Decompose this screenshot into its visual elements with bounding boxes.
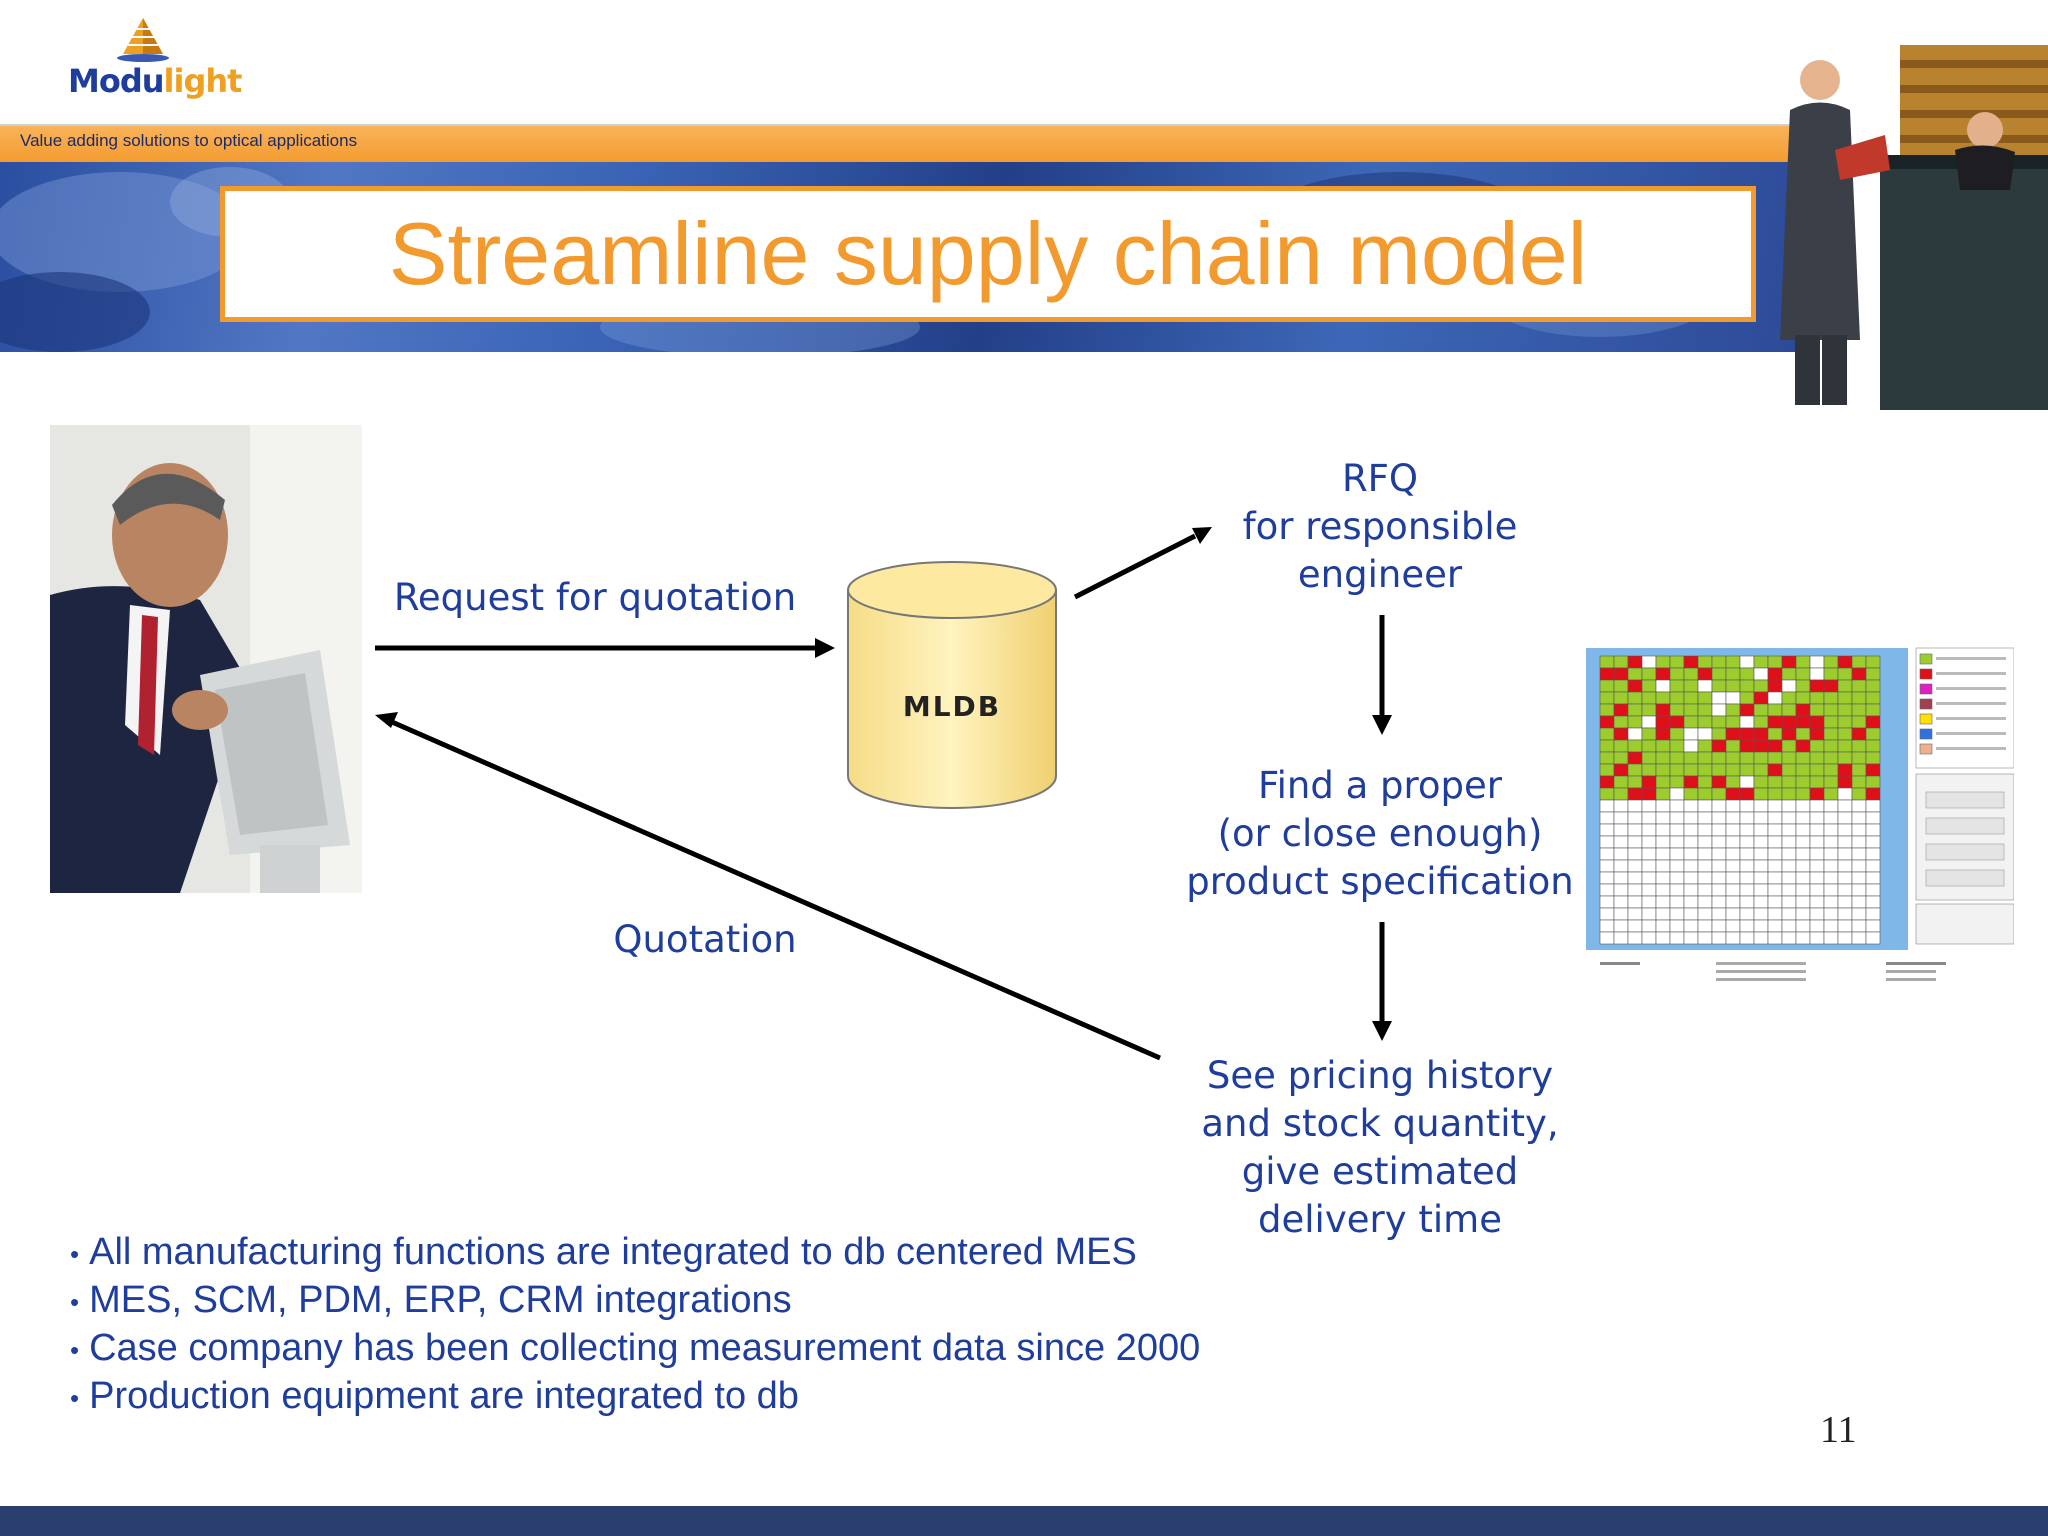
bullet-item: •Case company has been collecting measur… [70, 1327, 1201, 1369]
wafer-map-screenshot [1586, 642, 2015, 1002]
bullet-text: Case company has been collecting measure… [89, 1327, 1201, 1369]
pricing-arrow [1372, 922, 1392, 1041]
rfq-line: RFQ [1341, 457, 1419, 500]
businessman-at-computer-photo [50, 425, 362, 893]
find-spec-arrow [1372, 615, 1392, 735]
header-area [0, 0, 2048, 122]
bullet-text: All manufacturing functions are integrat… [89, 1231, 1137, 1273]
find-line: Find a proper [1258, 764, 1502, 807]
pyramid-logo-icon [117, 18, 169, 62]
tagline-bar [0, 124, 1800, 164]
title-box: Streamline supply chain model [220, 186, 1756, 322]
logo-text-part2: light [163, 62, 243, 100]
logo-wordmark: Modulight [68, 62, 242, 100]
rfq-text: RFQ for responsible engineer [1170, 455, 1590, 599]
bullet-item: •All manufacturing functions are integra… [70, 1231, 1137, 1273]
modulight-logo: Modulight [68, 14, 242, 114]
page-number: 11 [1820, 1409, 1857, 1451]
wafer-map-grid [1586, 647, 2015, 1002]
price-line: and stock quantity, [1201, 1102, 1559, 1145]
bullet-list: •All manufacturing functions are integra… [70, 1228, 1370, 1420]
request-for-quotation-label: Request for quotation [393, 576, 797, 619]
bullet-text: MES, SCM, PDM, ERP, CRM integrations [89, 1279, 792, 1321]
rfq-arrow [1073, 527, 1212, 600]
find-line: (or close enough) [1217, 812, 1543, 855]
quotation-label: Quotation [613, 918, 797, 961]
business-people-photo [1780, 45, 2048, 410]
mldb-label: MLDB [903, 690, 1001, 723]
rfq-line: engineer [1297, 553, 1463, 596]
bullet-text: Production equipment are integrated to d… [89, 1375, 799, 1417]
price-line: give estimated [1241, 1150, 1519, 1193]
footer-bar [0, 1506, 2048, 1536]
pricing-history-text: See pricing history and stock quantity, … [1150, 1052, 1610, 1244]
price-line: delivery time [1258, 1198, 1502, 1241]
quotation-arrow [375, 712, 1162, 1061]
request-arrow [375, 638, 835, 658]
find-line: product specification [1186, 860, 1574, 903]
find-specification-text: Find a proper (or close enough) product … [1150, 762, 1610, 906]
bullet-item: •MES, SCM, PDM, ERP, CRM integrations [70, 1279, 792, 1321]
logo-text-part1: Modu [68, 62, 165, 100]
bullet-item: •Production equipment are integrated to … [70, 1375, 799, 1417]
rfq-line: for responsible [1242, 505, 1518, 548]
tagline: Value adding solutions to optical applic… [20, 131, 358, 150]
price-line: See pricing history [1206, 1054, 1554, 1097]
database-cylinder-icon: MLDB [847, 561, 1057, 809]
slide-title: Streamline supply chain model [388, 204, 1588, 303]
